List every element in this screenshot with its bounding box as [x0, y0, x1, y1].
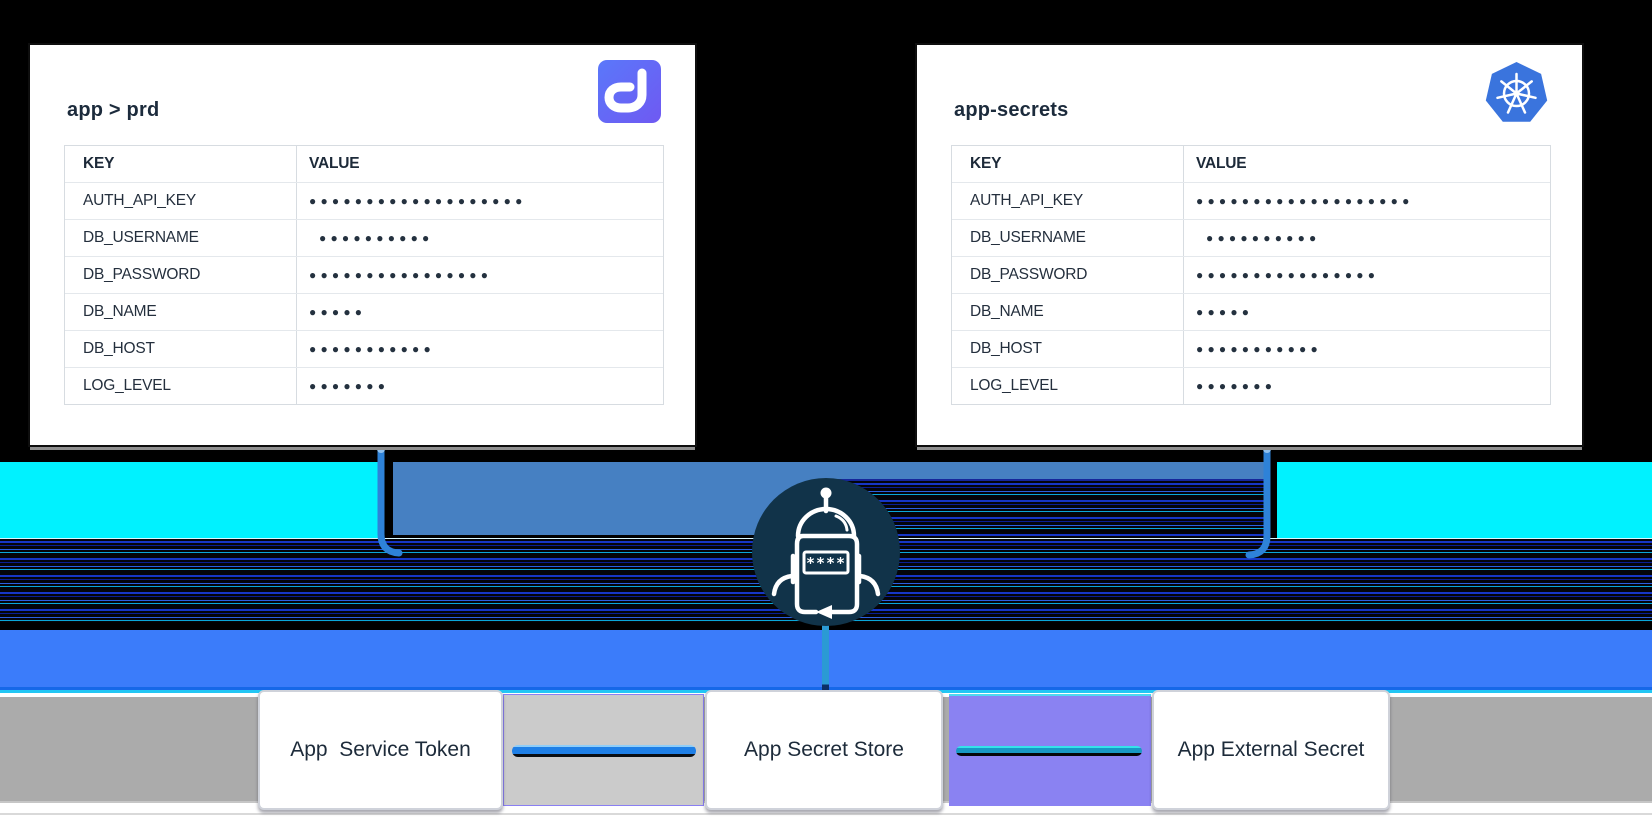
node-app-service-token: App Service Token: [258, 690, 503, 810]
table-row: DB_NAME ●●●●●: [65, 293, 663, 330]
password-mask-text: ****: [806, 554, 846, 572]
column-header-key: KEY: [952, 146, 1184, 182]
masked-value: ●●●●●●●●●●●: [309, 342, 435, 356]
masked-value: ●●●●●●●●●●●●●●●●: [309, 268, 493, 282]
node-app-secret-store: App Secret Store: [705, 690, 943, 810]
table-row: DB_PASSWORD ●●●●●●●●●●●●●●●●: [65, 256, 663, 293]
secret-key: DB_PASSWORD: [65, 257, 297, 293]
sync-bot-icon: ****: [771, 487, 881, 619]
column-header-value: VALUE: [309, 155, 360, 172]
arrow-connector-1: [512, 745, 696, 757]
panel-title: app > prd: [67, 99, 160, 121]
table-header-row: KEY VALUE: [65, 146, 663, 182]
masked-value: ●●●●●●●●●●: [319, 231, 434, 245]
table-header-row: KEY VALUE: [952, 146, 1550, 182]
masked-value: ●●●●●●●●●●●: [1196, 342, 1322, 356]
masked-value: ●●●●●●●: [309, 379, 390, 393]
table-row: LOG_LEVEL ●●●●●●●: [952, 367, 1550, 404]
masked-value: ●●●●●: [309, 305, 367, 319]
table-row: DB_USERNAME ●●●●●●●●●●: [952, 219, 1550, 256]
masked-value: ●●●●●: [1196, 305, 1254, 319]
secrets-table: KEY VALUE AUTH_API_KEY ●●●●●●●●●●●●●●●●●…: [64, 145, 664, 405]
node-label: App External Secret: [1177, 738, 1365, 761]
node-label: App Service Token: [290, 738, 471, 761]
secret-key: DB_PASSWORD: [952, 257, 1184, 293]
secret-key: LOG_LEVEL: [65, 368, 297, 404]
connector-line-down: [822, 624, 829, 695]
kubernetes-icon: [1485, 60, 1548, 123]
secret-key: DB_NAME: [65, 294, 297, 330]
secret-key: LOG_LEVEL: [952, 368, 1184, 404]
cyan-band-right: [1277, 462, 1652, 550]
node-app-external-secret: App External Secret: [1152, 690, 1390, 810]
panel-title: app-secrets: [954, 99, 1069, 121]
table-row: DB_USERNAME ●●●●●●●●●●: [65, 219, 663, 256]
doppler-panel: app > prd KEY VALUE AUTH_API_KEY ●●●●●●●…: [28, 43, 697, 447]
sync-bot-badge: ****: [752, 478, 900, 626]
table-row: DB_PASSWORD ●●●●●●●●●●●●●●●●: [952, 256, 1550, 293]
cyan-band-left: [0, 462, 384, 538]
secret-key: AUTH_API_KEY: [952, 183, 1184, 219]
secret-key: DB_USERNAME: [65, 220, 297, 256]
bottom-hairline: [0, 813, 1652, 815]
glitch-stripes-upper: [826, 481, 1264, 538]
arrow-connector-2: [956, 746, 1142, 756]
masked-value: ●●●●●●●●●●: [1206, 231, 1321, 245]
column-header-key: KEY: [65, 146, 297, 182]
secrets-table: KEY VALUE AUTH_API_KEY ●●●●●●●●●●●●●●●●●…: [951, 145, 1551, 405]
column-header-value: VALUE: [1196, 155, 1247, 172]
secret-key: AUTH_API_KEY: [65, 183, 297, 219]
secret-key: DB_HOST: [952, 331, 1184, 367]
steel-blue-band: [826, 462, 1264, 481]
secret-key: DB_USERNAME: [952, 220, 1184, 256]
node-label: App Secret Store: [744, 738, 904, 761]
doppler-icon: [598, 60, 661, 123]
secret-key: DB_NAME: [952, 294, 1184, 330]
masked-value: ●●●●●●●●●●●●●●●●●●●: [1196, 194, 1414, 208]
steel-blue-block: [393, 462, 826, 535]
table-row: DB_HOST ●●●●●●●●●●●: [65, 330, 663, 367]
kubernetes-panel: app-secrets KEY VALUE: [915, 43, 1584, 447]
table-row: DB_HOST ●●●●●●●●●●●: [952, 330, 1550, 367]
masked-value: ●●●●●●●●●●●●●●●●●●●: [309, 194, 527, 208]
masked-value: ●●●●●●●●●●●●●●●●: [1196, 268, 1380, 282]
masked-value: ●●●●●●●: [1196, 379, 1277, 393]
table-row: DB_NAME ●●●●●: [952, 293, 1550, 330]
table-row: AUTH_API_KEY ●●●●●●●●●●●●●●●●●●●: [65, 182, 663, 219]
secret-key: DB_HOST: [65, 331, 297, 367]
table-row: AUTH_API_KEY ●●●●●●●●●●●●●●●●●●●: [952, 182, 1550, 219]
table-row: LOG_LEVEL ●●●●●●●: [65, 367, 663, 404]
